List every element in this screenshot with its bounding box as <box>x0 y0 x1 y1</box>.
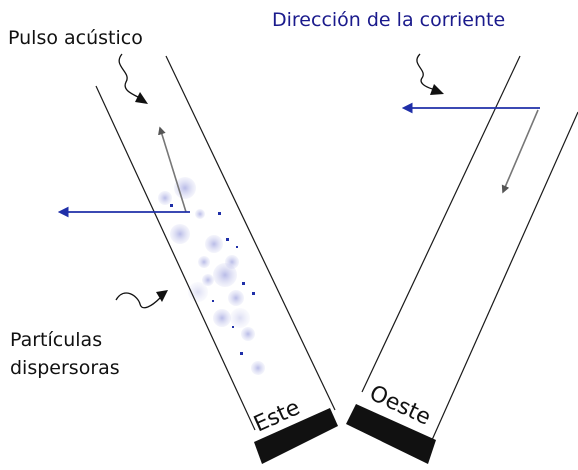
east-transducer: Este <box>250 395 338 464</box>
particle-dot <box>242 282 245 285</box>
particle <box>213 309 231 327</box>
beam-component-arrow-west <box>501 109 539 194</box>
pointer-squiggles <box>115 53 444 309</box>
particle <box>198 256 210 268</box>
particle-dot <box>240 352 243 355</box>
particle-dot <box>212 300 214 302</box>
particle-dot <box>218 212 221 215</box>
particle-dot <box>226 238 229 241</box>
particle-dot <box>232 326 234 328</box>
particle <box>205 235 223 253</box>
scattering-particles-label-line1: Partículas <box>10 329 102 351</box>
east-velocity-components <box>57 126 190 218</box>
west-velocity-components <box>401 102 540 194</box>
scattering-particles-label-line2: dispersoras <box>10 357 120 379</box>
east-beam-outer-edge <box>95 85 256 431</box>
east-transducer-head <box>254 408 338 464</box>
beam-component-arrow <box>158 126 187 213</box>
current-direction-pointer-head <box>430 84 444 95</box>
particles-pointer-head <box>156 290 168 302</box>
acoustic-pulse-pointer-head <box>135 92 148 104</box>
acoustic-pulse-label: Pulso acústico <box>8 27 143 49</box>
particles-pointer <box>115 292 161 309</box>
particle <box>202 274 214 286</box>
particle <box>241 327 255 341</box>
particle-dot <box>252 292 255 295</box>
east-beam <box>95 55 336 431</box>
particle <box>174 177 196 199</box>
west-beam-outer-edge <box>431 111 578 441</box>
particle <box>251 361 265 375</box>
current-direction-pointer <box>416 53 437 91</box>
west-beam-inner-edge <box>361 55 521 393</box>
acoustic-pulse-pointer <box>118 53 141 99</box>
particle <box>230 308 250 328</box>
particle-dot <box>170 204 173 207</box>
scattering-particles-cloud <box>158 177 265 375</box>
west-transducer-head <box>346 404 436 464</box>
current-direction-label: Dirección de la corriente <box>272 9 505 31</box>
particle <box>228 290 244 306</box>
particle-dot <box>236 246 238 248</box>
particle <box>158 191 172 205</box>
west-beam <box>361 55 578 441</box>
particle <box>213 263 237 287</box>
east-beam-inner-edge <box>165 55 336 411</box>
particle <box>170 224 190 244</box>
particle <box>195 209 205 219</box>
west-transducer: Oeste <box>346 381 436 464</box>
